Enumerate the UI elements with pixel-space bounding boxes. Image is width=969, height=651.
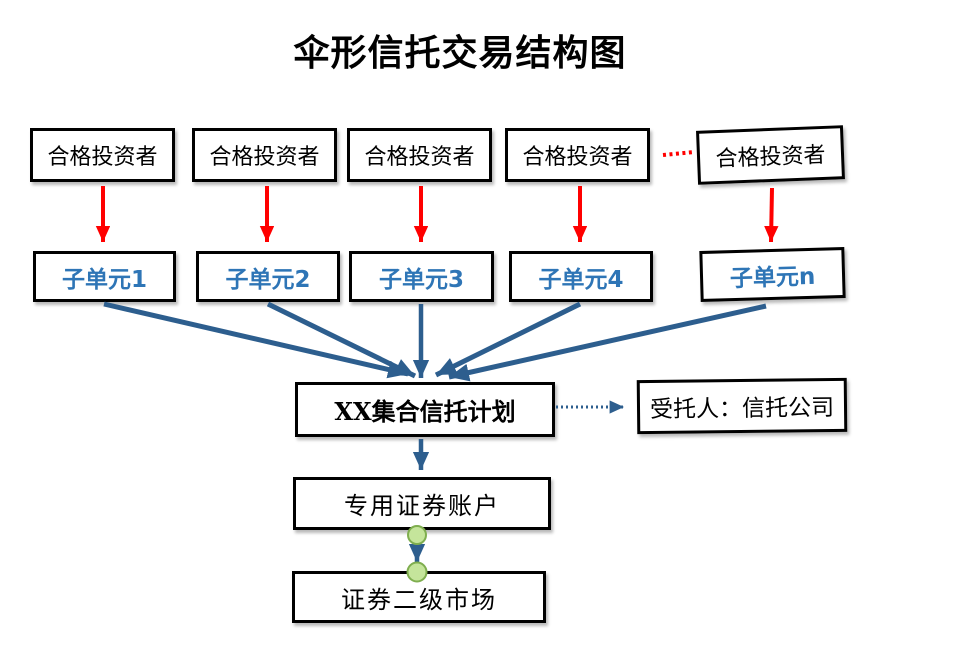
subunit-box-n: 子单元n bbox=[699, 246, 846, 303]
investor-label-3: 合格投资者 bbox=[364, 145, 475, 170]
diagram-title: 伞形信托交易结构图 bbox=[293, 32, 627, 74]
investor-label-4: 合格投资者 bbox=[522, 145, 633, 170]
investor-label-n: 合格投资者 bbox=[715, 142, 827, 173]
subunit-box-2: 子单元2 bbox=[196, 251, 340, 302]
investor-box-2: 合格投资者 bbox=[192, 128, 337, 182]
blue-arrow-subunit1-to-trustplan bbox=[103, 301, 409, 379]
securities-account-box: 专用证券账户 bbox=[293, 477, 551, 530]
blue-arrow-subunit4-to-trustplan bbox=[434, 301, 582, 378]
investor-label-2: 合格投资者 bbox=[209, 145, 320, 170]
subunit-label-3: 子单元3 bbox=[378, 266, 464, 293]
subunit-label-1: 子单元1 bbox=[61, 266, 147, 293]
subunit-box-4: 子单元4 bbox=[509, 251, 653, 302]
trust-plan-box: XX集合信托计划 bbox=[295, 382, 555, 437]
subunit-box-3: 子单元3 bbox=[349, 251, 494, 302]
blue-arrow-subunitn-to-trustplan bbox=[448, 303, 767, 382]
subunit-label-2: 子单元2 bbox=[225, 266, 311, 293]
securities-account-label: 专用证券账户 bbox=[344, 492, 500, 520]
red-dotted-ellipsis bbox=[662, 150, 695, 157]
investor-box-4: 合格投资者 bbox=[505, 128, 650, 182]
investor-box-1: 合格投资者 bbox=[30, 128, 175, 182]
investor-label-1: 合格投资者 bbox=[47, 145, 158, 170]
blue-arrow-subunit2-to-trustplan bbox=[266, 301, 417, 379]
trust-plan-label: XX集合信托计划 bbox=[334, 397, 516, 426]
subunit-label-4: 子单元4 bbox=[538, 266, 624, 293]
trustee-box: 受托人：信托公司 bbox=[636, 377, 848, 435]
investor-box-3: 合格投资者 bbox=[347, 128, 492, 182]
secondary-market-box: 证券二级市场 bbox=[292, 571, 546, 623]
subunit-label-n: 子单元n bbox=[729, 263, 816, 292]
subunit-box-1: 子单元1 bbox=[33, 251, 176, 302]
trustee-label: 受托人：信托公司 bbox=[649, 395, 835, 423]
secondary-market-label: 证券二级市场 bbox=[341, 585, 497, 614]
investor-box-n: 合格投资者 bbox=[696, 125, 845, 185]
red-arrow-investorn-to-subunitn bbox=[764, 187, 779, 243]
